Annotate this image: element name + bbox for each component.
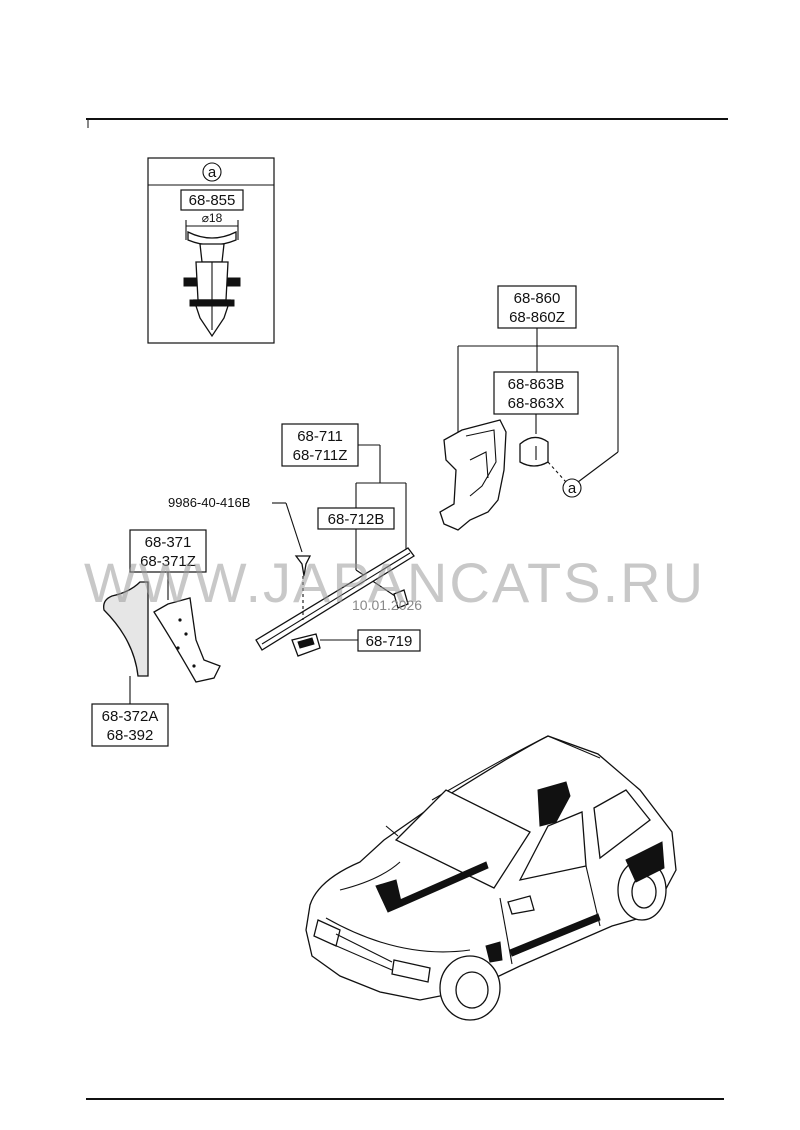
detail-dimension: ⌀18 xyxy=(202,211,223,225)
callout-a-circle xyxy=(562,478,582,498)
push-clip-icon xyxy=(183,230,241,338)
detail-box-a: a 68-855 ⌀18 xyxy=(147,157,275,344)
label-box-68-371 xyxy=(129,529,207,573)
label-68-711z: 68-711Z xyxy=(293,447,348,464)
label-68-711: 68-711 xyxy=(297,428,343,445)
label-9986-40-416b: 9986-40-416B xyxy=(168,495,250,510)
label-68-860: 68-860 xyxy=(514,290,561,307)
label-box-68-719 xyxy=(357,629,421,652)
detail-part-box xyxy=(180,189,244,211)
callout-a-letter: a xyxy=(568,480,577,497)
pillar-trim-group: 68-371 68-371Z 68-372A 68-392 xyxy=(91,529,221,747)
label-68-860z: 68-860Z xyxy=(509,309,565,326)
car-highlight-trim xyxy=(537,781,571,827)
label-box-68-711 xyxy=(281,423,359,467)
car-illustration xyxy=(305,735,677,1021)
moulding-clip xyxy=(393,589,409,609)
label-68-712b: 68-712B xyxy=(328,511,385,528)
moulding-group-68-711: 68-711 68-711Z 68-712B 9986-40-416B 68-7… xyxy=(168,423,421,657)
watermark: WWW.JAPANCATS.RU xyxy=(84,551,705,614)
label-68-371: 68-371 xyxy=(145,534,192,551)
quarter-trim-panel xyxy=(439,419,507,531)
trim-group-68-860: 68-860 68-860Z 68-863B 68-863X a xyxy=(439,285,619,531)
pillar-panel xyxy=(153,597,221,683)
label-box-68-863 xyxy=(493,371,579,415)
detail-callout-letter: a xyxy=(208,164,217,181)
label-68-863b: 68-863B xyxy=(508,376,565,393)
car-highlight-quarter xyxy=(625,841,665,883)
label-68-392: 68-392 xyxy=(107,727,154,744)
date-stamp: 10.01.2026 xyxy=(352,597,422,613)
pillar-pad xyxy=(103,581,149,677)
label-68-371z: 68-371Z xyxy=(140,553,196,570)
trim-cap xyxy=(519,436,549,467)
screw-icon xyxy=(294,555,312,577)
detail-part-number: 68-855 xyxy=(189,192,236,209)
car-highlight-pillar xyxy=(375,879,403,913)
label-box-68-372a xyxy=(91,703,169,747)
detail-callout-circle xyxy=(202,162,222,182)
label-68-719: 68-719 xyxy=(366,633,413,650)
label-box-68-860 xyxy=(497,285,577,329)
label-68-372a: 68-372A xyxy=(102,708,159,725)
label-68-863x: 68-863X xyxy=(508,395,565,412)
